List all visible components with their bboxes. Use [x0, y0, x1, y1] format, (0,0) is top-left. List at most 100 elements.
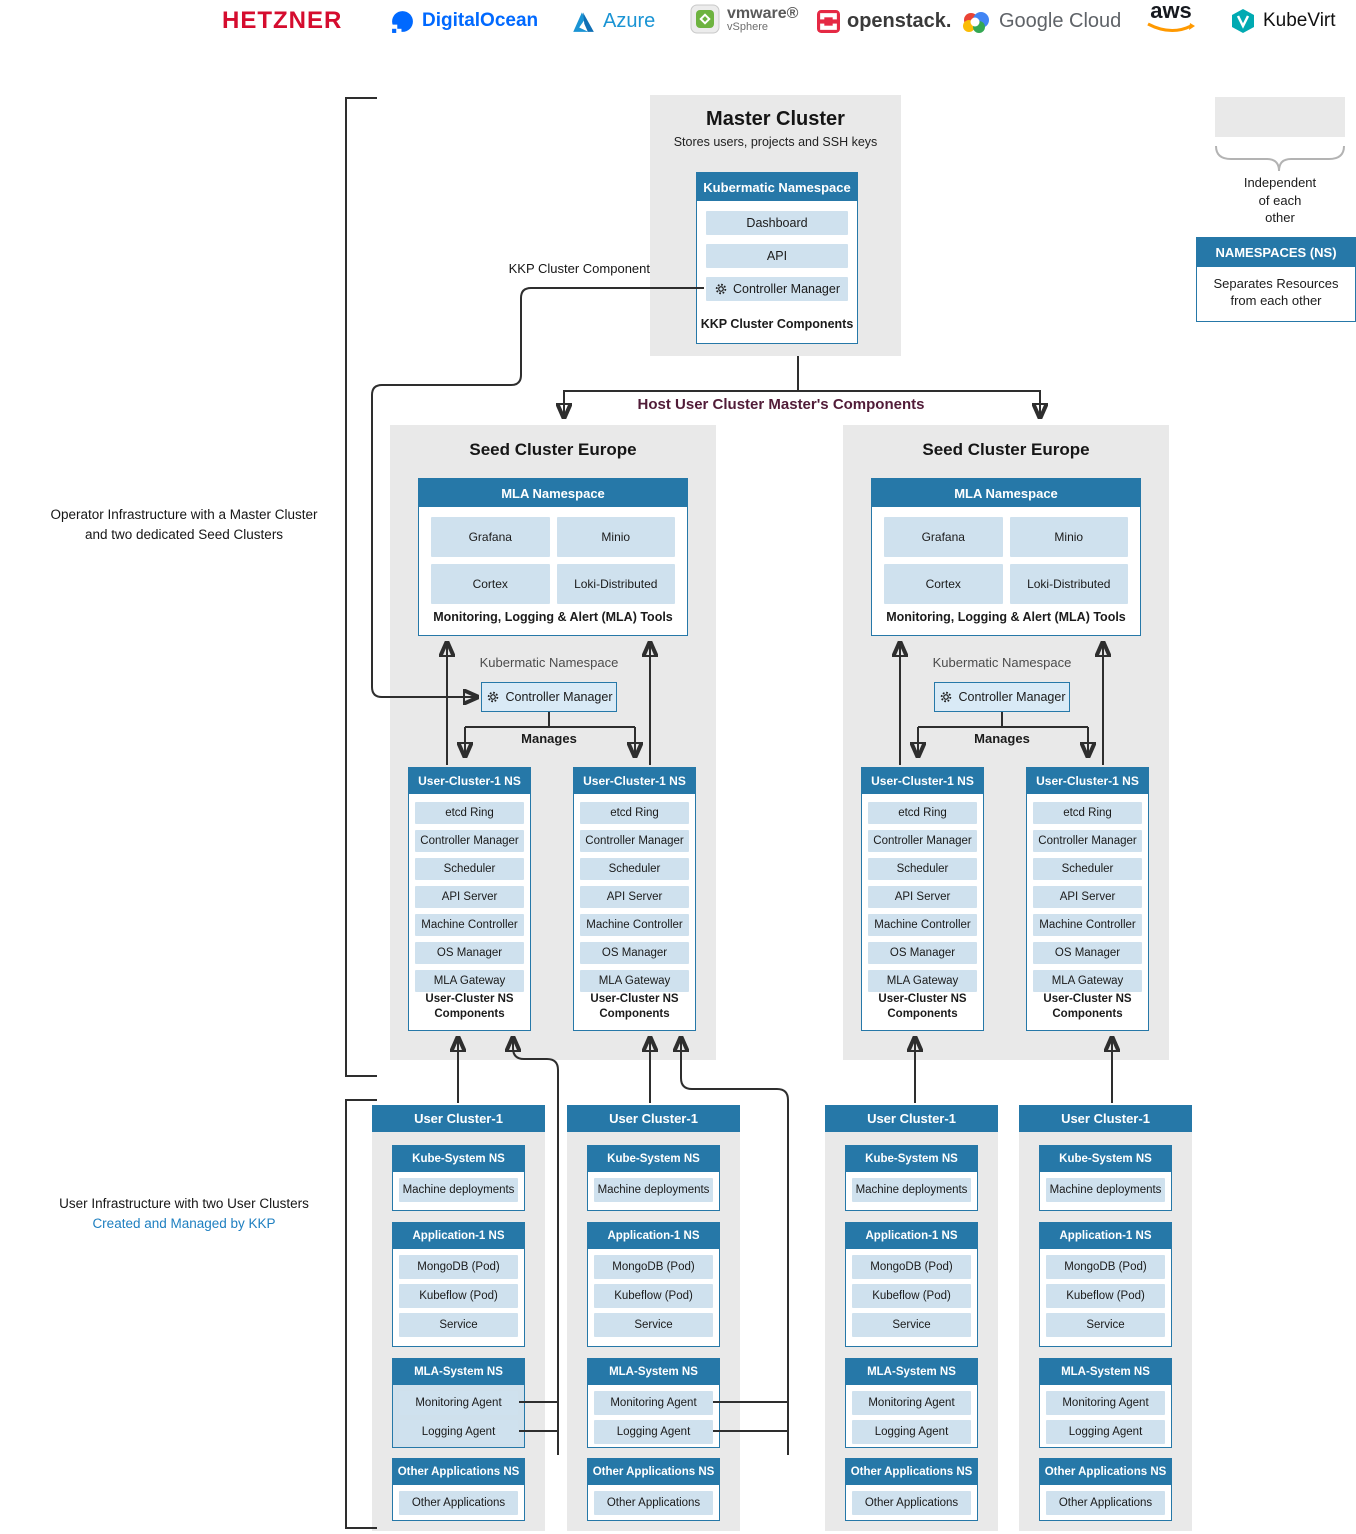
legend-namespaces-header: NAMESPACES (NS) [1197, 238, 1355, 267]
controller-manager-chip: Controller Manager [706, 277, 848, 301]
kubermatic-namespace-label: Kubermatic Namespace [479, 655, 619, 670]
etcd-ring-chip: etcd Ring [580, 802, 689, 824]
other-applications-ns-box: Other Applications NS Other Applications [392, 1458, 525, 1521]
other-applications-header: Other Applications NS [393, 1459, 524, 1485]
kube-system-ns-box: Kube-System NS Machine deployments [845, 1145, 978, 1211]
other-applications-chip: Other Applications [399, 1491, 518, 1515]
mla-system-ns-box: MLA-System NS Monitoring Agent Logging A… [1039, 1358, 1172, 1448]
kubeflow-chip: Kubeflow (Pod) [1046, 1284, 1165, 1308]
user-cluster-ns-header: User-Cluster-1 NS [1027, 768, 1148, 794]
controller-manager-chip: Controller Manager [580, 830, 689, 852]
mongodb-chip: MongoDB (Pod) [852, 1255, 971, 1279]
mla-namespace-header: MLA Namespace [872, 479, 1140, 507]
legend-seed-swatch [1215, 97, 1345, 137]
kube-system-ns-box: Kube-System NS Machine deployments [392, 1145, 525, 1211]
controller-manager-chip: Controller Manager [868, 830, 977, 852]
monitoring-agent-chip: Monitoring Agent [1046, 1391, 1165, 1415]
mongodb-chip: MongoDB (Pod) [1046, 1255, 1165, 1279]
google-cloud-wordmark: Google Cloud [999, 9, 1122, 32]
user-cluster-ns-box-4: User-Cluster-1 NS etcd Ring Controller M… [1026, 767, 1149, 1031]
logo-digitalocean: DigitalOcean [390, 4, 538, 38]
digitalocean-icon [392, 10, 413, 34]
operator-infrastructure-label: Operator Infrastructure with a Master Cl… [50, 507, 318, 542]
mla-tools-caption: Monitoring, Logging & Alert (MLA) Tools [433, 610, 673, 624]
user-cluster-ns-header: User-Cluster-1 NS [574, 768, 695, 794]
other-applications-ns-box: Other Applications NS Other Applications [1039, 1458, 1172, 1521]
service-chip: Service [399, 1313, 518, 1337]
ns-components-caption: User-Cluster NS Components [878, 993, 967, 1021]
master-cluster-subtitle: Stores users, projects and SSH keys [673, 135, 878, 149]
ns-components-caption: User-Cluster NS Components [425, 993, 514, 1021]
hetzner-wordmark: HETZNER [222, 7, 343, 34]
seed-cluster-1-panel: Seed Cluster Europe MLA Namespace Grafan… [390, 425, 716, 1060]
machine-deployments-chip: Machine deployments [594, 1178, 713, 1202]
kkp-cluster-components-caption: KKP Cluster Components [700, 317, 854, 331]
loki-chip: Loki-Distributed [1009, 564, 1128, 604]
os-manager-chip: OS Manager [868, 942, 977, 964]
master-cluster-title: Master Cluster [706, 108, 845, 130]
user-cluster-panel-1: User Cluster-1 Kube-System NS Machine de… [372, 1105, 545, 1531]
etcd-ring-chip: etcd Ring [868, 802, 977, 824]
mla-namespace-box: MLA Namespace Grafana Minio Cortex Loki-… [418, 478, 688, 636]
os-manager-chip: OS Manager [415, 942, 524, 964]
mla-gateway-chip: MLA Gateway [580, 970, 689, 992]
api-server-chip: API Server [580, 886, 689, 908]
user-cluster-header: User Cluster-1 [1019, 1105, 1192, 1132]
vmware-wordmark: vmware® [727, 4, 799, 22]
gear-icon [487, 691, 498, 703]
application-ns-box: Application-1 NS MongoDB (Pod) Kubeflow … [392, 1222, 525, 1347]
aws-swoosh-icon [1147, 22, 1195, 32]
kubeflow-chip: Kubeflow (Pod) [399, 1284, 518, 1308]
mla-system-header: MLA-System NS [846, 1359, 977, 1385]
cortex-chip: Cortex [431, 564, 550, 604]
application-ns-header: Application-1 NS [588, 1223, 719, 1249]
azure-icon [573, 12, 594, 32]
machine-controller-chip: Machine Controller [868, 914, 977, 936]
application-ns-header: Application-1 NS [846, 1223, 977, 1249]
vsphere-wordmark: vSphere [727, 20, 768, 33]
machine-deployments-chip: Machine deployments [399, 1178, 518, 1202]
controller-manager-label: Controller Manager [733, 282, 840, 296]
application-ns-box: Application-1 NS MongoDB (Pod) Kubeflow … [1039, 1222, 1172, 1347]
other-applications-chip: Other Applications [594, 1491, 713, 1515]
api-chip: API [706, 244, 848, 268]
other-applications-header: Other Applications NS [1040, 1459, 1171, 1485]
kubermatic-namespace-header: Kubermatic Namespace [697, 173, 857, 201]
machine-controller-chip: Machine Controller [580, 914, 689, 936]
other-applications-ns-box: Other Applications NS Other Applications [845, 1458, 978, 1521]
user-cluster-ns-header: User-Cluster-1 NS [409, 768, 530, 794]
kkp-cluster-component-label: KKP Cluster Component [508, 261, 650, 276]
kubermatic-namespace-box: Kubermatic Namespace Dashboard API Contr… [696, 172, 858, 344]
monitoring-agent-chip: Monitoring Agent [399, 1391, 518, 1415]
openstack-wordmark: openstack. [847, 9, 952, 32]
user-cluster-panel-4: User Cluster-1 Kube-System NS Machine de… [1019, 1105, 1192, 1531]
operator-infra-bracket [345, 97, 377, 1077]
logging-agent-chip: Logging Agent [1046, 1420, 1165, 1444]
user-cluster-panel-3: User Cluster-1 Kube-System NS Machine de… [825, 1105, 998, 1531]
cortex-chip: Cortex [884, 564, 1003, 604]
loki-chip: Loki-Distributed [556, 564, 675, 604]
legend-brace [1215, 145, 1345, 172]
kubevirt-wordmark: KubeVirt [1263, 10, 1336, 31]
kubermatic-namespace-label: Kubermatic Namespace [932, 655, 1072, 670]
user-cluster-header: User Cluster-1 [825, 1105, 998, 1132]
manages-label: Manages [974, 731, 1030, 746]
mla-system-ns-box: MLA-System NS Monitoring Agent Logging A… [392, 1358, 525, 1448]
api-server-chip: API Server [868, 886, 977, 908]
other-applications-header: Other Applications NS [588, 1459, 719, 1485]
mongodb-chip: MongoDB (Pod) [399, 1255, 518, 1279]
mla-tools-caption: Monitoring, Logging & Alert (MLA) Tools [886, 610, 1126, 624]
user-infrastructure-sublabel: Created and Managed by KKP [92, 1216, 276, 1231]
other-applications-header: Other Applications NS [846, 1459, 977, 1485]
other-applications-ns-box: Other Applications NS Other Applications [587, 1458, 720, 1521]
azure-wordmark: Azure [603, 9, 656, 32]
mla-gateway-chip: MLA Gateway [415, 970, 524, 992]
user-cluster-panel-2: User Cluster-1 Kube-System NS Machine de… [567, 1105, 740, 1531]
kubeflow-chip: Kubeflow (Pod) [852, 1284, 971, 1308]
gear-icon [715, 283, 727, 295]
logo-google-cloud: Google Cloud [958, 4, 1121, 38]
seed-cluster-title: Seed Cluster Europe [922, 440, 1090, 459]
master-cluster-panel: Master Cluster Stores users, projects an… [650, 95, 901, 356]
service-chip: Service [852, 1313, 971, 1337]
